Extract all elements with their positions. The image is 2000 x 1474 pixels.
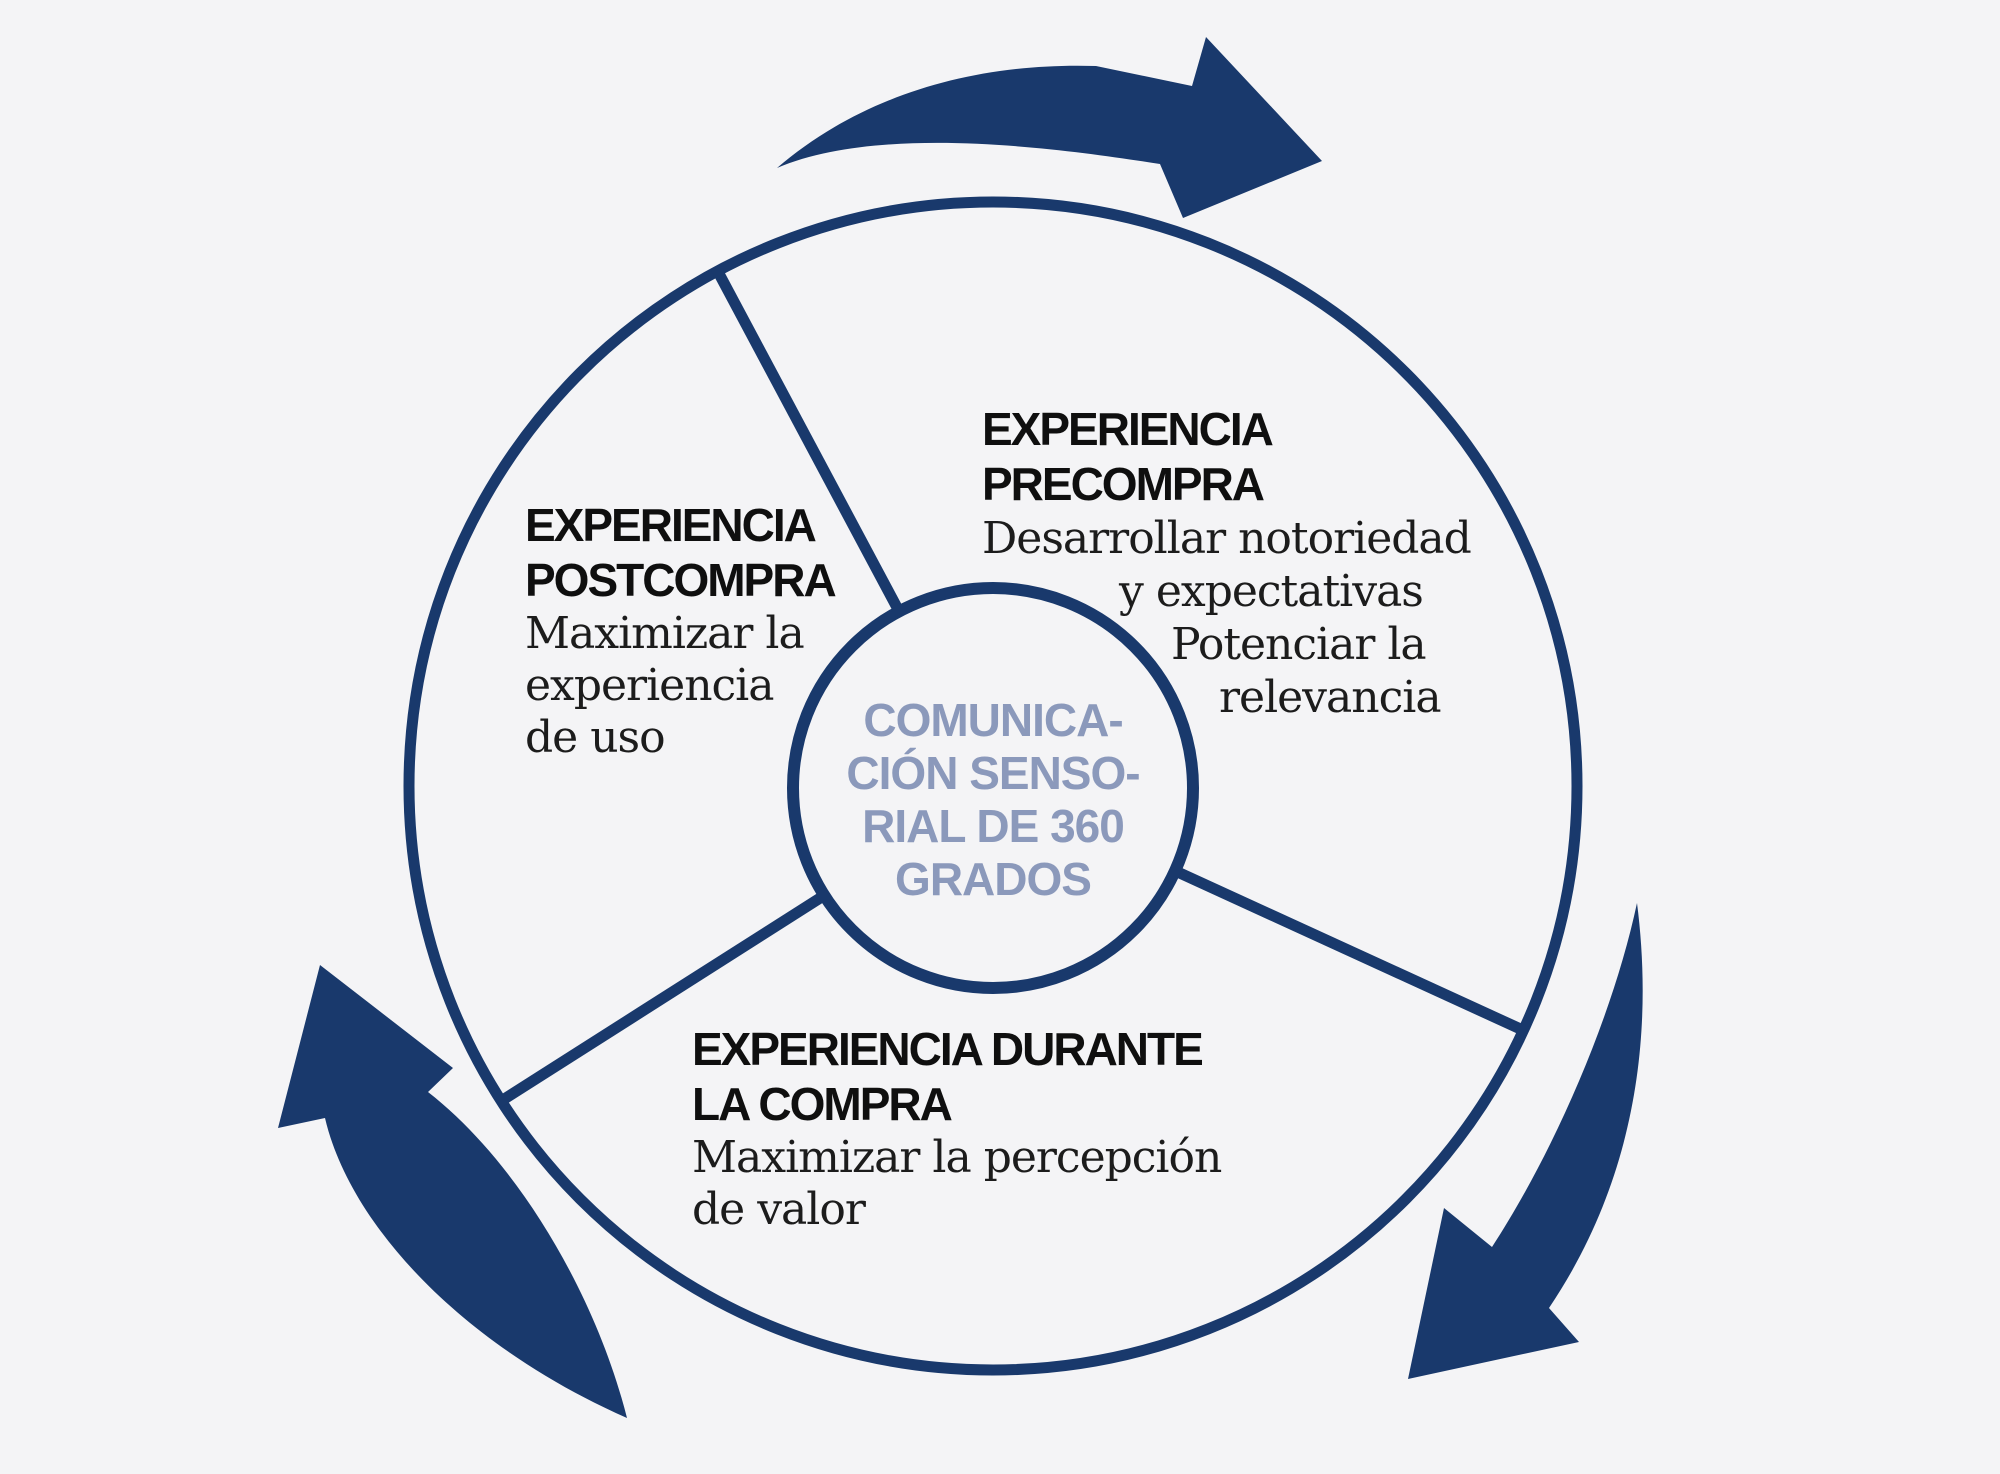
section-title-line: PRECOMPRA: [982, 458, 1265, 510]
section-body-line: Desarrollar notoriedad: [982, 513, 1472, 564]
section-body-line: de valor: [692, 1184, 866, 1235]
section-body-line: de uso: [525, 712, 666, 763]
sector-divider-bottom-left: [495, 888, 831, 1108]
section-body-line: relevancia: [1219, 672, 1442, 723]
section-title-line: EXPERIENCIA: [525, 499, 817, 551]
section-postcompra: EXPERIENCIA POSTCOMPRA Maximizar la expe…: [525, 498, 837, 764]
section-body-line: y expectativas: [1119, 566, 1424, 617]
section-title-line: EXPERIENCIA: [982, 403, 1274, 455]
sector-divider-right: [1168, 863, 1530, 1038]
section-durante-title: EXPERIENCIA DURANTE LA COMPRA: [692, 1022, 1221, 1132]
outer-circle: [403, 196, 1583, 1376]
section-title-line: LA COMPRA: [692, 1078, 953, 1130]
clockwise-arrow-bottom-right-icon: [1408, 903, 1643, 1379]
section-postcompra-body: Maximizar la experiencia de uso: [525, 608, 835, 764]
center-circle: [787, 582, 1199, 994]
section-body-line: experiencia: [525, 660, 774, 711]
section-precompra-title: EXPERIENCIA PRECOMPRA: [982, 402, 1471, 512]
sector-divider-top-left: [711, 265, 906, 618]
clockwise-arrow-top-icon: [777, 37, 1322, 218]
center-label-line: COMUNICA-: [863, 694, 1123, 746]
section-precompra-body: Desarrollar notoriedad y expectativas Po…: [982, 512, 1472, 724]
center-label-line: CIÓN SENSO-: [846, 747, 1140, 799]
section-durante-body: Maximizar la percepción de valor: [692, 1132, 1222, 1236]
section-body-line: Maximizar la percepción: [692, 1132, 1222, 1183]
center-label-line: GRADOS: [895, 853, 1092, 905]
center-label-line: RIAL DE 360: [862, 800, 1125, 852]
clockwise-arrow-bottom-left-icon: [278, 965, 627, 1418]
section-precompra: EXPERIENCIA PRECOMPRA Desarrollar notori…: [982, 402, 1472, 724]
section-body-line: Maximizar la: [525, 608, 805, 659]
section-title-line: EXPERIENCIA DURANTE: [692, 1023, 1204, 1075]
section-body-line: Potenciar la: [1171, 619, 1427, 670]
section-title-line: POSTCOMPRA: [525, 554, 837, 606]
section-durante-la-compra: EXPERIENCIA DURANTE LA COMPRA Maximizar …: [692, 1022, 1222, 1236]
center-circle-label: COMUNICA- CIÓN SENSO- RIAL DE 360 GRADOS: [693, 694, 1293, 906]
section-postcompra-title: EXPERIENCIA POSTCOMPRA: [525, 498, 837, 608]
